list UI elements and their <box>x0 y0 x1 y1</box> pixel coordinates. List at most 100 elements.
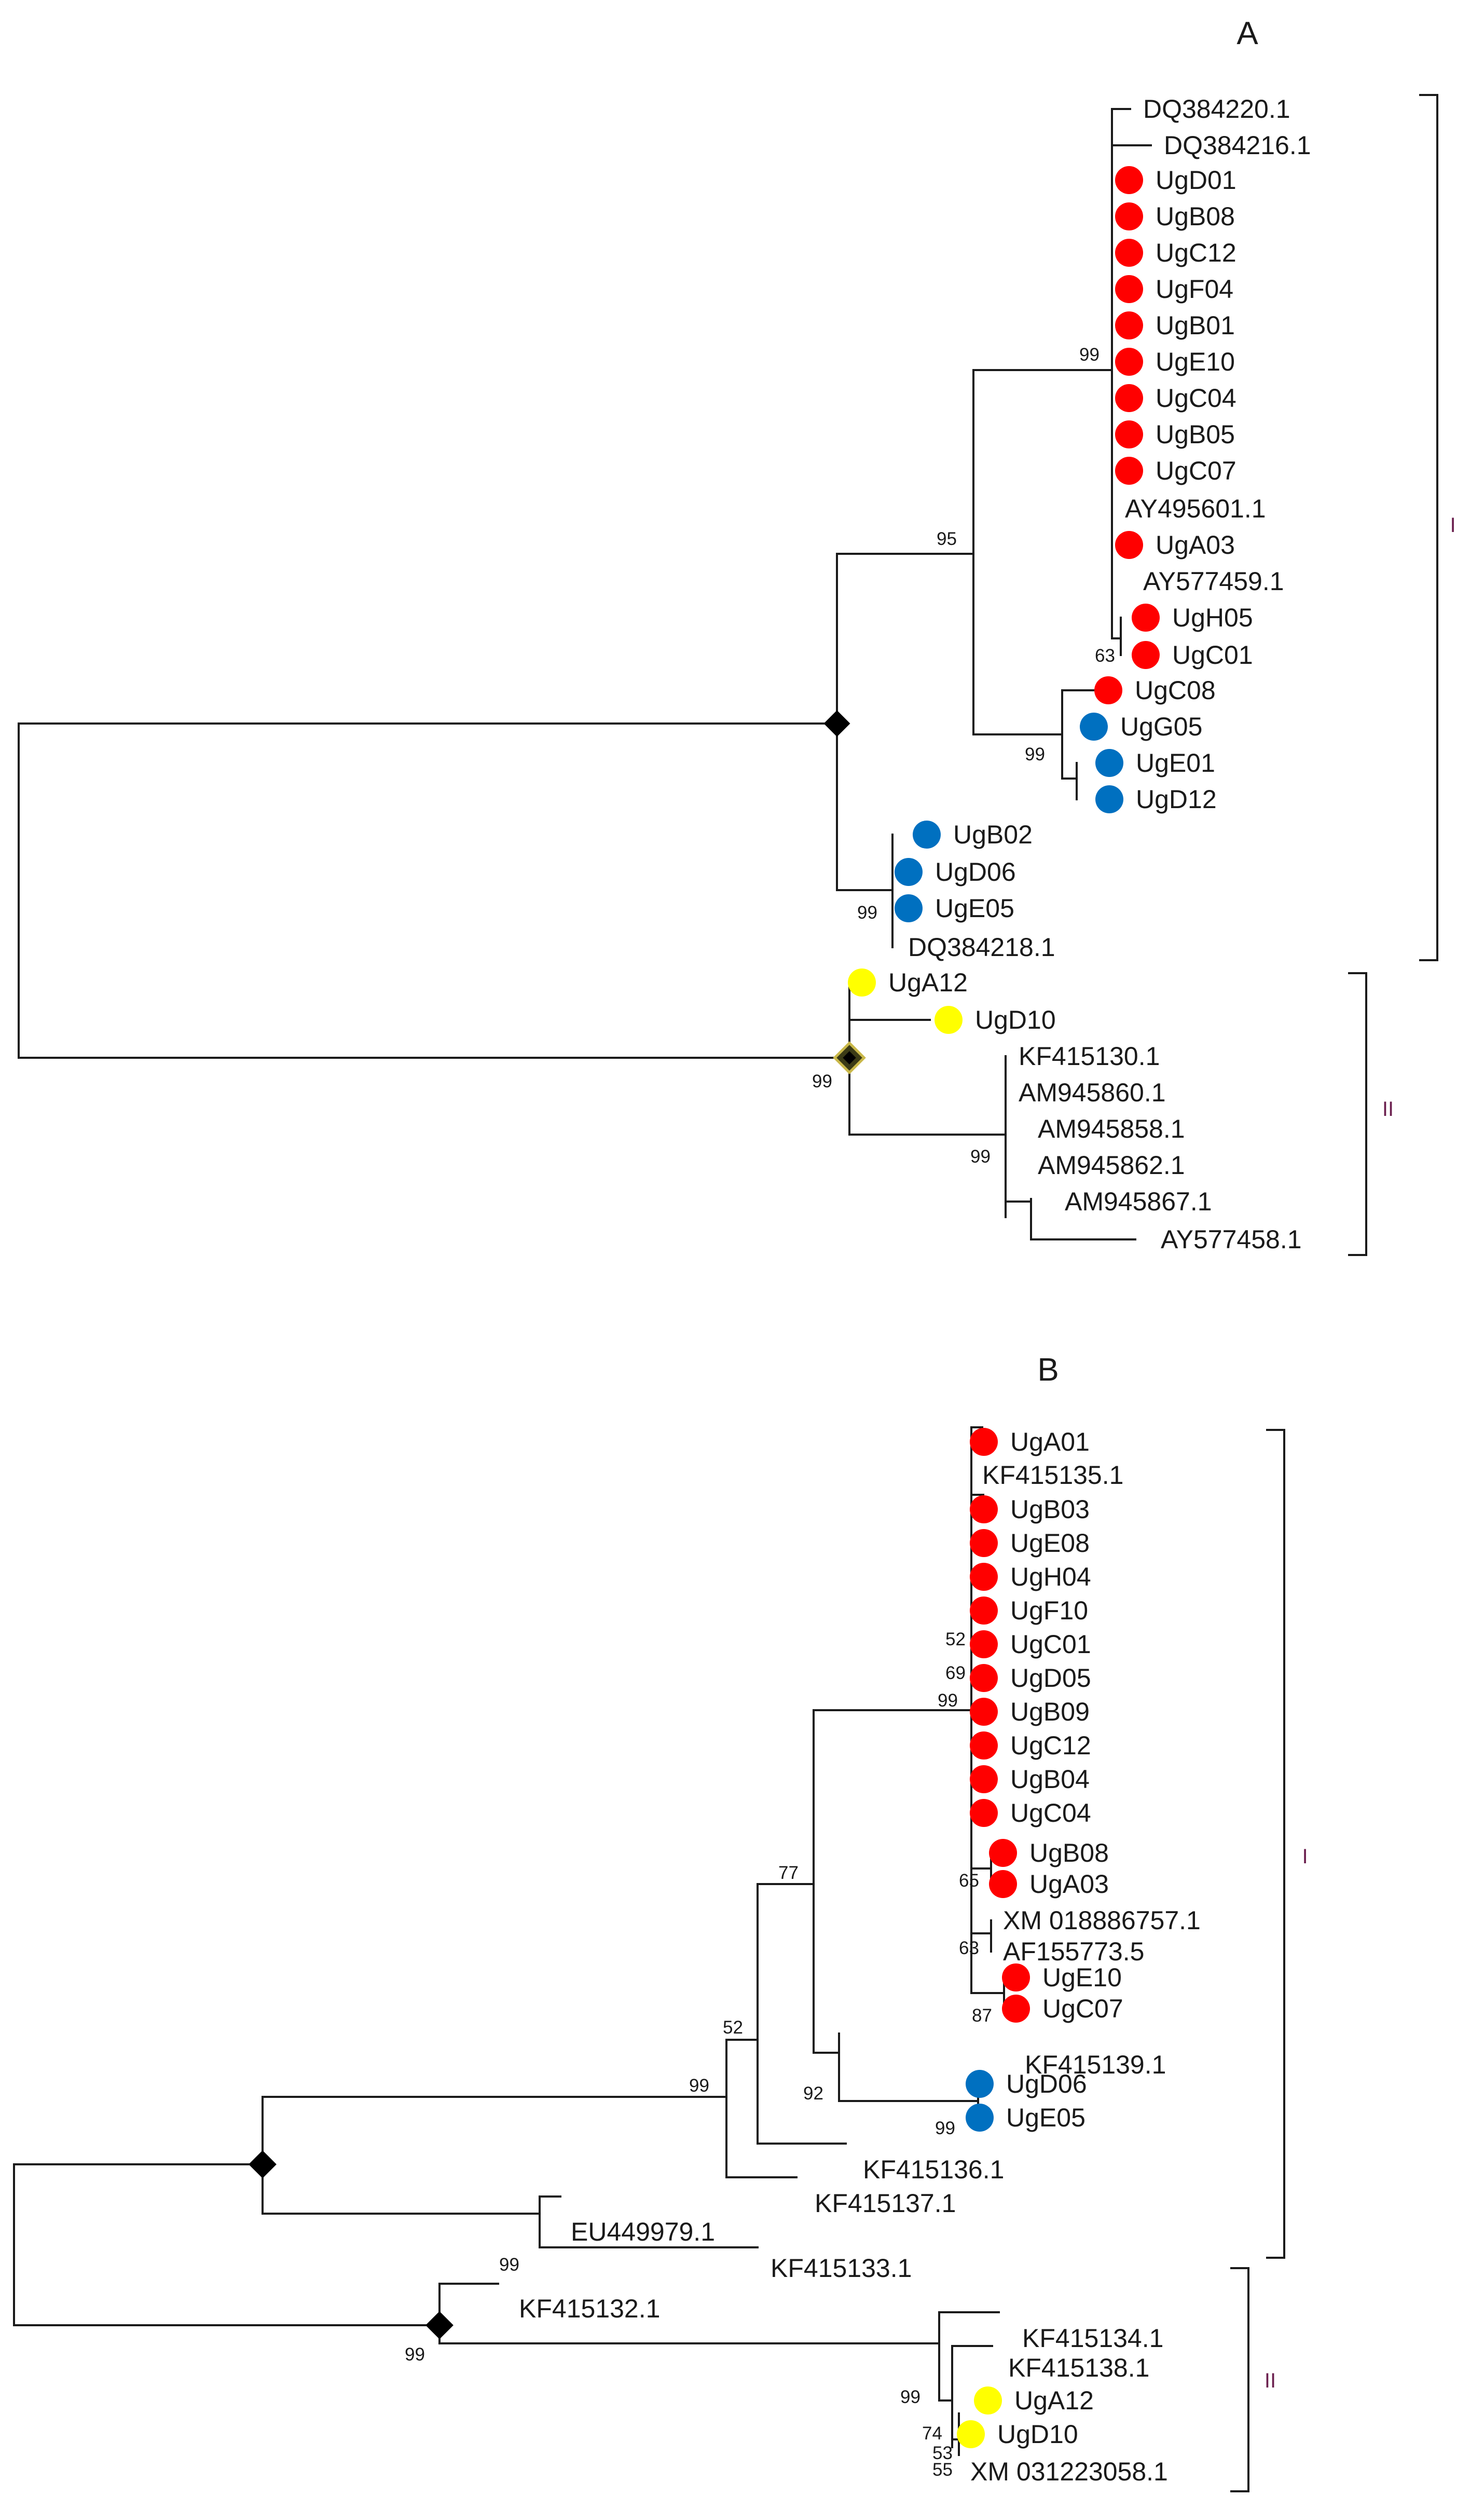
taxon-label: KF415132.1 <box>519 2294 660 2323</box>
taxon-label: UgG05 <box>1120 712 1202 741</box>
red-dot-marker <box>970 1731 998 1759</box>
taxon-label: DQ384216.1 <box>1164 131 1311 160</box>
taxon-label: UgF10 <box>1010 1596 1088 1625</box>
panel-b: B <box>13 1352 1308 2492</box>
blue-dot-marker <box>913 821 941 849</box>
taxon-label: UgC08 <box>1135 676 1216 705</box>
taxon-ugh05: UgH05 <box>1132 603 1253 632</box>
taxon-ugg05: UgG05 <box>1080 712 1202 741</box>
taxon-label: UgH04 <box>1010 1562 1091 1591</box>
taxon-label: DQ384218.1 <box>908 933 1055 962</box>
red-dot-marker <box>970 1799 998 1827</box>
taxon-ugc01: UgC01 <box>970 1630 1091 1659</box>
taxon-label: UgF04 <box>1156 275 1233 304</box>
bootstrap-value: 99 <box>1025 744 1045 765</box>
taxon-label: XM 018886757.1 <box>1003 1906 1201 1935</box>
red-dot-marker <box>970 1529 998 1557</box>
taxon-label: UgB08 <box>1029 1838 1109 1867</box>
taxon-dq384220-1: DQ384220.1 <box>1143 94 1290 124</box>
taxon-ugh04: UgH04 <box>970 1562 1091 1591</box>
taxon-label: UgD10 <box>997 2420 1078 2449</box>
taxon-label: UgD05 <box>1010 1663 1091 1693</box>
taxon-uge08: UgE08 <box>970 1529 1090 1558</box>
taxon-label: UgE05 <box>935 894 1014 923</box>
taxon-label: UgC01 <box>1172 640 1253 670</box>
bootstrap-value: 77 <box>778 1863 799 1883</box>
taxon-kf415139-1: KF415139.1 <box>1025 2050 1166 2079</box>
taxon-ugb01: UgB01 <box>1115 311 1235 340</box>
taxon-eu449979-1: EU449979.1 <box>571 2217 715 2246</box>
red-dot-marker <box>970 1630 998 1658</box>
taxon-kf415137-1: KF415137.1 <box>815 2189 956 2218</box>
taxon-label: XM 031223058.1 <box>970 2457 1168 2486</box>
taxon-label: AY495601.1 <box>1125 494 1266 523</box>
bootstrap-value: 63 <box>959 1938 979 1958</box>
bootstrap-value: 99 <box>970 1147 991 1167</box>
clade-label-ii: II <box>1265 2369 1276 2392</box>
taxon-uga03: UgA03 <box>989 1870 1109 1899</box>
taxon-uge10: UgE10 <box>1115 347 1235 376</box>
blue-dot-marker <box>1080 713 1108 741</box>
red-dot-marker <box>1115 384 1143 412</box>
taxon-ugc12: UgC12 <box>1115 238 1236 267</box>
taxon-label: UgD10 <box>975 1005 1056 1034</box>
taxon-uga12: UgA12 <box>848 968 968 997</box>
red-dot-marker <box>1115 348 1143 376</box>
bootstrap-value: 63 <box>1095 646 1115 666</box>
blue-dot-marker <box>966 2104 994 2132</box>
bootstrap-value: 55 <box>932 2460 953 2480</box>
taxon-label: UgE08 <box>1010 1529 1090 1558</box>
red-dot-marker <box>1132 641 1160 669</box>
bootstrap-value: 87 <box>972 2006 992 2026</box>
taxon-label: UgE10 <box>1156 347 1235 376</box>
bootstrap-value: 99 <box>857 903 877 923</box>
taxon-ugb09: UgB09 <box>970 1697 1090 1726</box>
clade-label-ii: II <box>1382 1098 1394 1121</box>
taxon-ugc04: UgC04 <box>1115 384 1236 413</box>
yellow-dot-marker <box>935 1006 963 1034</box>
taxon-label: UgE10 <box>1042 1963 1122 1992</box>
panel-a: A <box>18 16 1456 1256</box>
taxon-dq384216-1: DQ384216.1 <box>1164 131 1311 160</box>
panel-b-taxa: UgA01KF415135.1UgB03UgE08UgH04UgF10UgC01… <box>519 1427 1201 2486</box>
bootstrap-value: 65 <box>959 1871 979 1891</box>
taxon-label: UgA03 <box>1156 530 1235 560</box>
taxon-ugc04: UgC04 <box>970 1798 1091 1827</box>
taxon-ugc07: UgC07 <box>1115 456 1236 485</box>
taxon-label: KF415134.1 <box>1022 2324 1163 2353</box>
clade-bracket-i <box>1266 1429 1285 2259</box>
red-dot-marker <box>1115 166 1143 194</box>
taxon-label: UgA12 <box>888 968 968 997</box>
taxon-kf415134-1: KF415134.1 <box>1022 2324 1163 2353</box>
taxon-label: UgD06 <box>1006 2069 1087 2098</box>
taxon-am945858-1: AM945858.1 <box>1038 1114 1185 1143</box>
taxon-label: UgB02 <box>953 820 1033 849</box>
taxon-am945867-1: AM945867.1 <box>1065 1187 1212 1216</box>
taxon-label: UgB09 <box>1010 1697 1090 1726</box>
taxon-label: AM945860.1 <box>1019 1078 1166 1107</box>
taxon-kf415135-1: KF415135.1 <box>982 1461 1123 1490</box>
blue-dot-marker <box>895 858 923 886</box>
bootstrap-value: 92 <box>803 2083 823 2104</box>
bootstrap-value: 95 <box>937 529 957 549</box>
blue-dot-marker <box>966 2070 994 2098</box>
taxon-label: UgB01 <box>1156 311 1235 340</box>
taxon-label: KF415130.1 <box>1019 1042 1160 1071</box>
taxon-label: KF415137.1 <box>815 2189 956 2218</box>
taxon-kf415138-1: KF415138.1 <box>1008 2353 1149 2382</box>
blue-dot-marker <box>1095 749 1123 777</box>
taxon-ugd10: UgD10 <box>935 1005 1056 1034</box>
taxon-ugf10: UgF10 <box>970 1596 1088 1625</box>
taxon-ugb05: UgB05 <box>1115 420 1235 449</box>
taxon-uga03: UgA03 <box>1115 530 1235 560</box>
taxon-label: UgB03 <box>1010 1495 1090 1524</box>
red-dot-marker <box>970 1664 998 1692</box>
taxon-label: UgB05 <box>1156 420 1235 449</box>
clade-label-i: I <box>1450 514 1455 537</box>
bootstrap-value: 52 <box>945 1629 966 1649</box>
taxon-label: UgC12 <box>1010 1731 1091 1760</box>
taxon-uge10: UgE10 <box>1002 1963 1122 1992</box>
red-dot-marker <box>989 1839 1017 1867</box>
taxon-ugd12: UgD12 <box>1095 785 1217 814</box>
